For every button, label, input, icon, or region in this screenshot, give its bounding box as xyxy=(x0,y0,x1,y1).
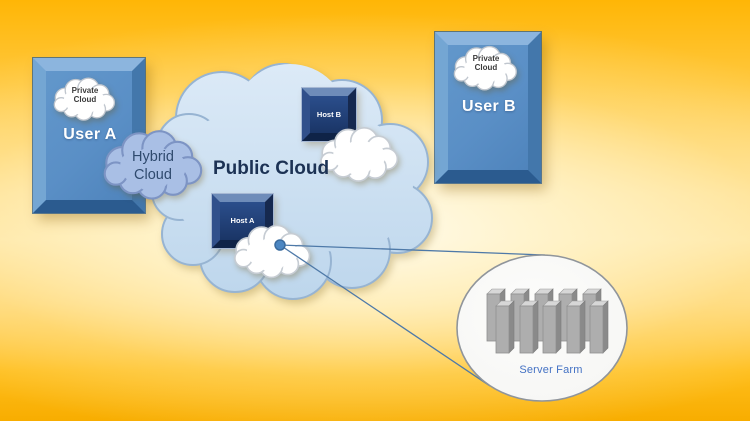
server-tower-icon xyxy=(534,288,554,342)
server-tower-icon xyxy=(589,300,609,354)
host-a-label: Host A xyxy=(230,216,255,226)
server-tower-icon xyxy=(558,288,578,342)
server-tower-icon xyxy=(566,300,586,354)
public-cloud-shape xyxy=(151,63,433,300)
callout-line-bottom xyxy=(279,244,491,387)
server-towers-group xyxy=(486,288,609,354)
host-a-box: Host A xyxy=(212,194,273,248)
server-tower-icon xyxy=(486,288,506,342)
host-b-label: Host B xyxy=(316,109,342,119)
server-farm-label: Server Farm xyxy=(519,364,583,376)
public-cloud-label: Public Cloud xyxy=(212,158,330,179)
server-tower-icon xyxy=(495,300,515,354)
host-b-box: Host B xyxy=(302,88,356,141)
server-tower-icon xyxy=(582,288,602,342)
user-b-panel xyxy=(435,32,541,183)
callout-dot xyxy=(274,239,286,251)
user-a-panel xyxy=(33,58,145,213)
server-tower-icon xyxy=(510,288,530,342)
server-farm-circle xyxy=(456,254,628,402)
server-tower-icon xyxy=(542,300,562,354)
callout-line-top xyxy=(279,244,546,256)
server-tower-icon xyxy=(519,300,539,354)
